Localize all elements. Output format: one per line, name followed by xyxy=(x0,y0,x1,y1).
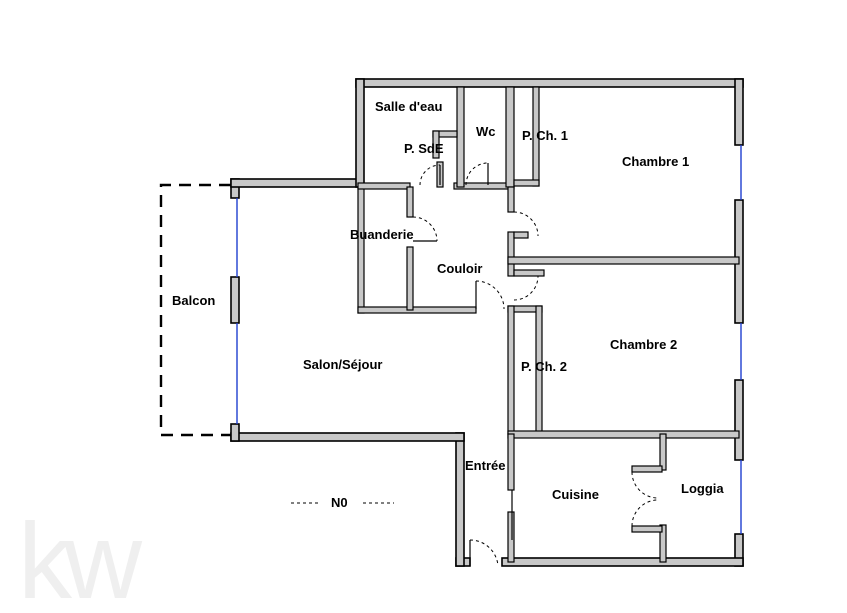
label-entree: Entrée xyxy=(465,458,505,473)
label-wc: Wc xyxy=(476,124,496,139)
label-couloir: Couloir xyxy=(437,261,483,276)
label-loggia: Loggia xyxy=(681,481,724,496)
label-salle-deau: Salle d'eau xyxy=(375,99,442,114)
level-label: N0 xyxy=(331,495,348,510)
label-chambre1: Chambre 1 xyxy=(622,154,689,169)
label-cuisine: Cuisine xyxy=(552,487,599,502)
label-buanderie: Buanderie xyxy=(350,227,414,242)
label-p-ch1: P. Ch. 1 xyxy=(522,128,568,143)
exterior-walls xyxy=(230,78,744,567)
label-p-sde: P. SdE xyxy=(404,141,444,156)
svg-text:kw: kw xyxy=(18,500,143,613)
balcony-outline xyxy=(159,183,231,437)
label-salon: Salon/Séjour xyxy=(303,357,382,372)
label-chambre2: Chambre 2 xyxy=(610,337,677,352)
kw-logo-icon: kw xyxy=(18,500,151,613)
label-p-ch2: P. Ch. 2 xyxy=(521,359,567,374)
door-swings xyxy=(412,162,659,567)
label-balcon: Balcon xyxy=(172,293,215,308)
level-marker: N0 xyxy=(291,495,394,510)
windows xyxy=(236,145,742,534)
